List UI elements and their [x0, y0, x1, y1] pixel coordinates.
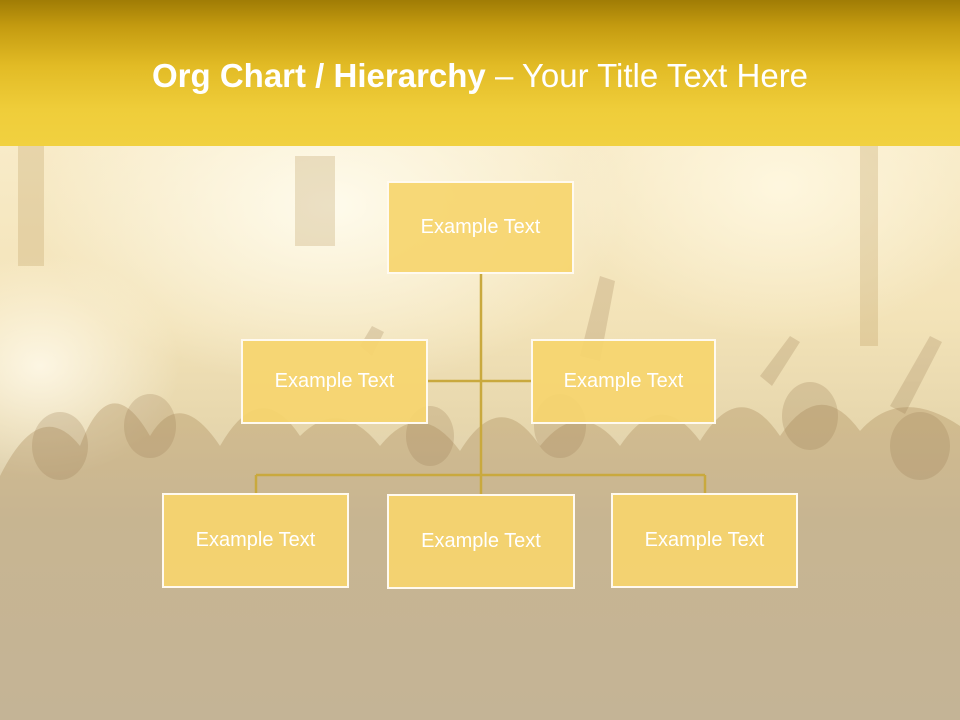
title-band: Org Chart / Hierarchy – Your Title Text … — [0, 0, 960, 146]
org-node-label: Example Text — [420, 216, 541, 238]
org-node-sub-center[interactable]: Example Text — [387, 494, 575, 589]
org-node-label: Example Text — [195, 529, 316, 551]
slide-title: Org Chart / Hierarchy – Your Title Text … — [152, 52, 808, 100]
title-bold-part: Org Chart / Hierarchy — [152, 57, 486, 94]
org-node-label: Example Text — [274, 370, 395, 392]
title-rest-part: – Your Title Text Here — [485, 57, 809, 94]
org-node-sub-right[interactable]: Example Text — [611, 493, 798, 588]
org-node-label: Example Text — [563, 370, 684, 392]
org-node-assistant-right[interactable]: Example Text — [531, 339, 716, 424]
org-node-label: Example Text — [421, 530, 541, 552]
org-node-sub-left[interactable]: Example Text — [162, 493, 349, 588]
org-node-top[interactable]: Example Text — [387, 181, 574, 274]
org-node-assistant-left[interactable]: Example Text — [241, 339, 428, 424]
org-node-label: Example Text — [644, 529, 765, 551]
